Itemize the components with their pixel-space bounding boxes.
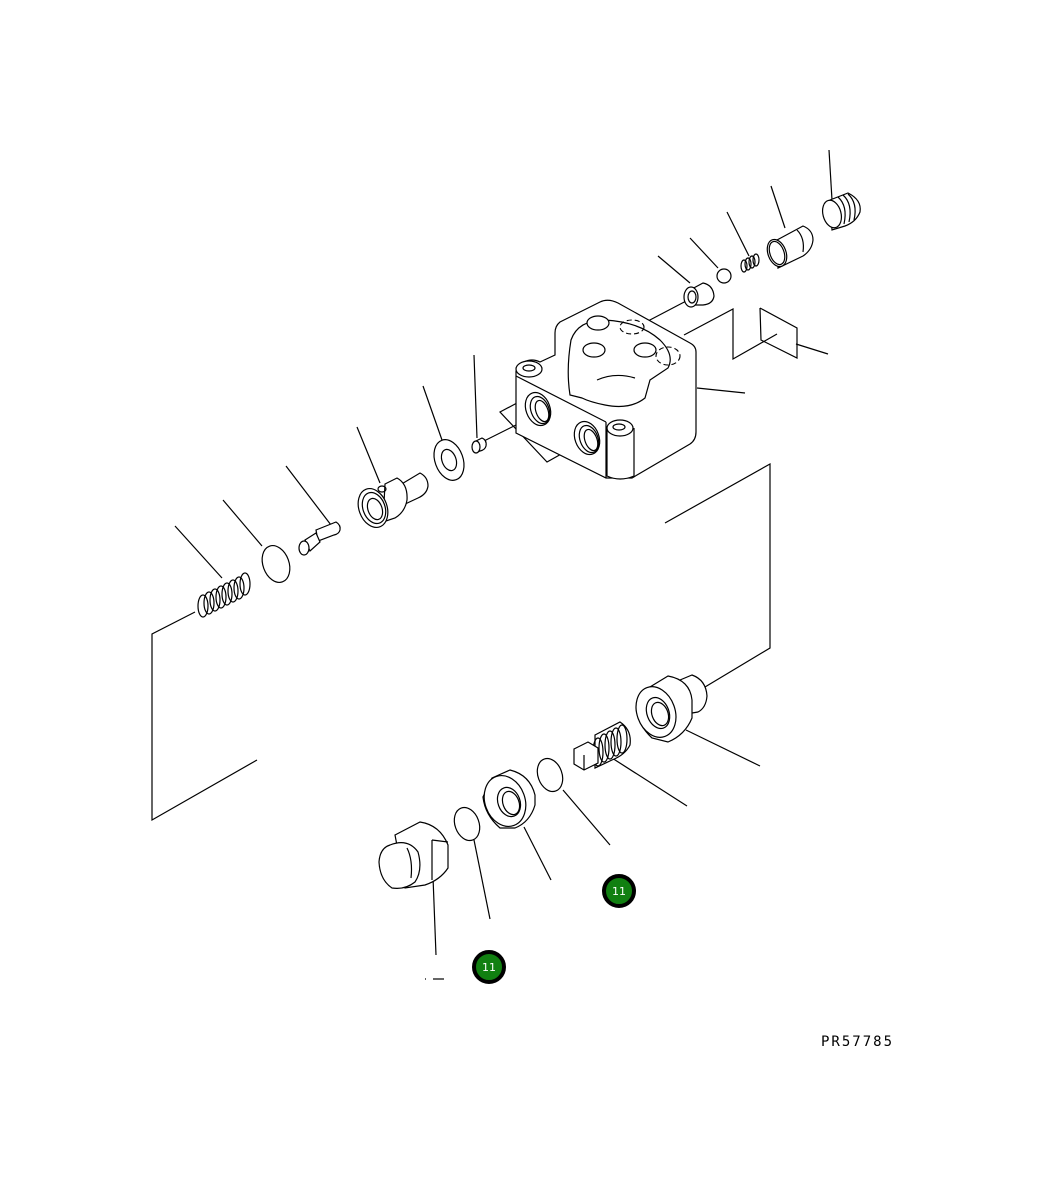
drawing-code: PR57785 — [821, 1034, 895, 1050]
callout-badge-11-right: 11 — [602, 874, 636, 908]
callout-label: 11 — [612, 884, 626, 898]
port-right — [573, 420, 601, 456]
seat — [683, 282, 715, 308]
assembly-bracket-lines — [151, 298, 798, 822]
port-left — [524, 391, 552, 427]
valve-body — [515, 299, 697, 480]
piston — [357, 472, 429, 528]
callout-badge-11-left: 11 — [472, 950, 506, 984]
leader-lines — [174, 149, 833, 980]
cap-nut — [378, 821, 449, 889]
o-ring-lower-left — [453, 806, 481, 842]
o-ring-lower-right — [536, 757, 564, 793]
lock-nut — [482, 769, 536, 829]
small-spring — [740, 253, 760, 273]
pin — [471, 437, 487, 454]
plug-top-right — [821, 192, 861, 231]
poppet — [298, 521, 341, 556]
spring-left — [197, 572, 251, 618]
adjusting-nut-large — [635, 674, 708, 743]
sleeve — [766, 225, 814, 269]
callout-label: 11 — [482, 960, 496, 974]
ball — [716, 268, 732, 284]
left-assembly — [197, 437, 487, 618]
upper-assembly — [683, 192, 861, 308]
lower-assembly — [378, 674, 708, 889]
o-ring-left — [261, 545, 291, 583]
washer — [433, 439, 465, 481]
adjusting-screw — [573, 721, 631, 771]
